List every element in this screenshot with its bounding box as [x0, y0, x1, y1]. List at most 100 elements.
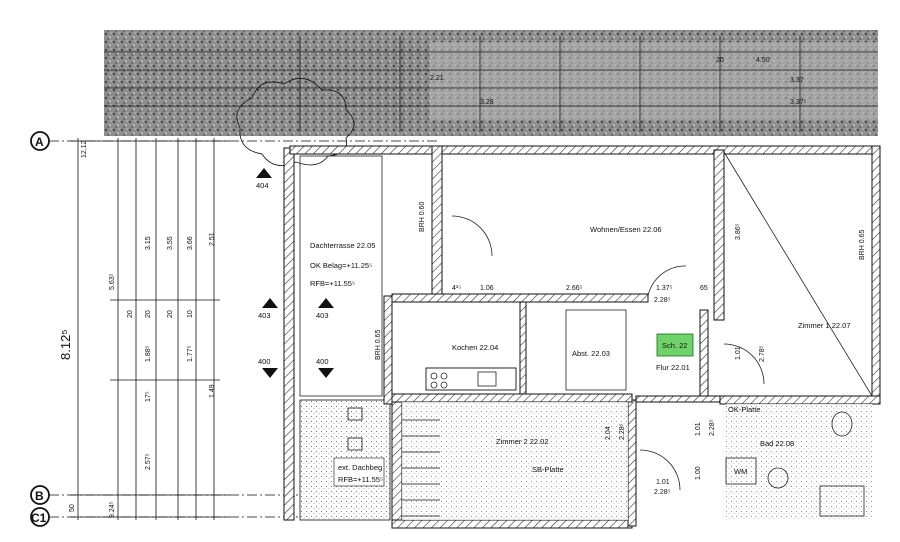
left-dim-8: 10 — [187, 310, 194, 318]
top-dim-6: 20 — [716, 57, 724, 64]
svg-text:403: 403 — [316, 311, 329, 320]
room-label-abst: Abst. 22.03 — [572, 349, 610, 358]
left-dim-2: 3.15 — [145, 236, 152, 250]
left-dim-3: 3.55 — [167, 236, 174, 250]
svg-text:2.04: 2.04 — [605, 426, 612, 440]
left-dim-13: 2.57⁵ — [145, 453, 152, 470]
stove-burner — [440, 381, 448, 389]
section-marker-403a: 403 — [258, 298, 278, 320]
room-label-zimmer1: Zimmer 1 22.07 — [798, 321, 851, 330]
tree-outline — [236, 77, 355, 167]
skylight-diagonal — [723, 151, 873, 397]
left-dim-12: 1.49 — [209, 384, 216, 398]
left-dim-17: 12.12 — [81, 140, 88, 158]
axis-c-label: C1 — [31, 511, 47, 525]
bath-floor — [726, 404, 872, 520]
washbasin — [767, 467, 789, 489]
section-marker-400a: 400 — [258, 357, 278, 378]
left-dim-10: 1.77⁵ — [187, 345, 194, 362]
left-dim-16: 50 — [69, 504, 76, 512]
svg-text:2.28⁵: 2.28⁵ — [619, 423, 626, 440]
axis-a-marker: A — [30, 131, 440, 151]
svg-text:1.00: 1.00 — [695, 466, 702, 480]
roof-dimension-labels: 2.21 3.28 3.37 3.37⁵ 4.50 20 — [430, 57, 807, 106]
plan-dimension-labels: 4¹⁵ 1.06 2.66⁵ 1.37⁵ 2.28⁵ 65 3.86⁵ BRH … — [375, 202, 866, 496]
section-marker-404: 404 — [256, 168, 272, 190]
ok-platte-label: OK-Platte — [728, 405, 761, 414]
svg-text:2.78⁵: 2.78⁵ — [759, 345, 766, 362]
left-dimension-labels: 8.12⁵ 5.63⁵ 3.15 3.55 3.66 20 20 20 10 1… — [58, 140, 216, 518]
storage-room — [565, 309, 627, 391]
door-swing — [639, 449, 681, 491]
kitchen-counter — [425, 367, 517, 391]
room-label-wohnen: Wohnen/Essen 22.06 — [590, 225, 662, 234]
top-dim-2: 3.28 — [480, 99, 494, 106]
room-label-kochen: Kochen 22.04 — [452, 343, 498, 352]
overall-height-dim: 8.12⁵ — [58, 329, 73, 360]
top-dim-1: 2.21 — [430, 75, 444, 82]
svg-text:3.86⁵: 3.86⁵ — [735, 223, 742, 240]
left-dim-4: 3.66 — [187, 236, 194, 250]
planter-box — [347, 437, 363, 451]
svg-text:4¹⁵: 4¹⁵ — [452, 285, 461, 292]
ok-belag-label: OK Belag=+11.25⁵ — [310, 261, 372, 270]
left-dim-7: 20 — [167, 310, 174, 318]
washing-machine — [725, 457, 757, 485]
room-label-dachterrasse: Dachterrasse 22.05 — [310, 241, 375, 250]
terrace-area — [299, 155, 383, 397]
left-dim-9: 1.88⁵ — [145, 345, 152, 362]
left-dim-6: 20 — [145, 310, 152, 318]
exterior-walls — [289, 145, 881, 529]
highlight-label: Sch. 22 — [662, 341, 687, 350]
left-dimension-lines — [70, 138, 230, 520]
axis-b-label: B — [35, 489, 44, 503]
stove-burner — [430, 372, 438, 380]
svg-text:2.28⁵: 2.28⁵ — [709, 419, 716, 436]
svg-text:403: 403 — [258, 311, 271, 320]
door-swing — [451, 215, 493, 257]
roof-band-light — [430, 42, 878, 120]
planter-box — [347, 407, 363, 421]
left-dim-5: 20 — [127, 310, 134, 318]
left-dim-1: 5.63⁵ — [109, 273, 116, 290]
section-marker-400b: 400 — [316, 357, 334, 378]
stove-burner — [430, 381, 438, 389]
room-label-zimmer2: Zimmer 2 22.02 — [496, 437, 549, 446]
svg-text:65: 65 — [700, 285, 708, 292]
svg-text:BRH 0.65: BRH 0.65 — [859, 230, 866, 260]
svg-text:400: 400 — [258, 357, 271, 366]
rfb2-label: RFB=+11.55⁵ — [338, 475, 383, 484]
top-dim-4: 3.37⁵ — [790, 99, 807, 106]
roof-grid-lines — [104, 36, 878, 132]
shower — [819, 485, 865, 517]
room-label-flur: Flur 22.01 — [656, 363, 690, 372]
stove-burner — [440, 372, 448, 380]
roof-green-label-box — [333, 457, 385, 487]
svg-text:2.66⁵: 2.66⁵ — [566, 285, 583, 292]
room-label-bad: Bad 22.08 — [760, 439, 794, 448]
svg-text:404: 404 — [256, 181, 269, 190]
svg-text:BRH 0.65: BRH 0.65 — [375, 330, 382, 360]
highlight-label-box — [656, 333, 694, 357]
svg-text:1.06: 1.06 — [480, 285, 494, 292]
svg-text:1.37⁵: 1.37⁵ — [656, 285, 673, 292]
left-dim-15: 9.24⁵ — [109, 501, 116, 518]
sb-platte-label: SB-Platte — [532, 465, 564, 474]
svg-text:1.01: 1.01 — [656, 479, 670, 486]
kitchen-sink — [477, 371, 497, 387]
wm-label: WM — [734, 467, 747, 476]
left-dim-11: 17⁵ — [145, 391, 152, 402]
svg-text:2.28⁵: 2.28⁵ — [654, 489, 671, 496]
top-dim-3: 3.37 — [790, 77, 804, 84]
top-dim-5: 4.50 — [756, 57, 770, 64]
svg-text:400: 400 — [316, 357, 329, 366]
staircase — [402, 419, 440, 517]
axis-a-label: A — [35, 135, 44, 149]
svg-text:BRH 0.60: BRH 0.60 — [419, 202, 426, 232]
left-dim-14: 2.51 — [209, 232, 216, 246]
section-marker-403b: 403 — [316, 298, 334, 320]
rfb-label: RFB=+11.55⁵ — [310, 279, 355, 288]
dachbeg-label: ext. Dachbeg — [338, 463, 382, 472]
interior-walls — [391, 145, 881, 405]
